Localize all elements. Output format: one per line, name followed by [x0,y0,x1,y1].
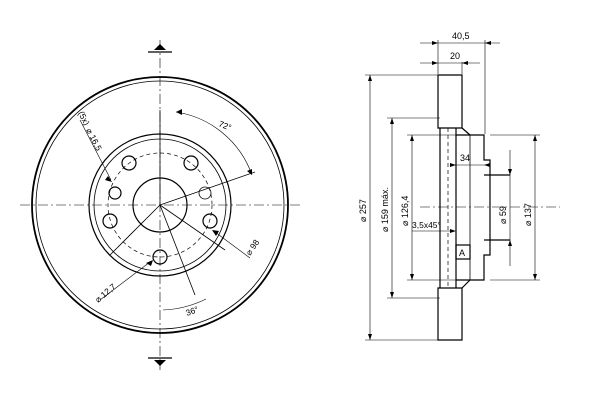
hat-section [456,134,491,281]
hole-count-label: (5x) [76,109,92,127]
friction-ring-section-top [437,74,463,129]
pcd-leader [214,231,251,259]
hat-height-label: 34 [460,153,470,163]
center-hole [108,186,122,200]
bolt-circle [107,152,213,258]
datum-label: A [459,248,465,258]
hole-diameter-leader [79,119,112,181]
bolt-hole [152,249,168,265]
center-hole [198,186,212,200]
friction-max-label: ⌀ 159 máx. [380,187,390,232]
outer-diameter-label: ⌀ 257 [358,199,368,222]
section-arrow-bottom [154,360,166,366]
section-arrow-top [154,44,166,50]
side-view: A 40,5 20 34 3,5x45° ⌀ 257 ⌀ 15 [358,31,560,341]
center-hole-label: ⌀ 12,7 [93,281,118,304]
inner-hat-label: ⌀ 126,4 [400,196,410,226]
bolt-hole [121,155,137,171]
bolt-hole [102,213,118,229]
disc-thickness-label: 20 [450,51,460,61]
pcd-label: ⌀ 98 [243,237,261,257]
chamfer-label: 3,5x45° [412,220,441,230]
disc-outer-bevel [35,80,285,330]
disc-outer-edge [31,76,289,334]
front-view: (5x) ⌀ 16,5 72° ⌀ 98 ⌀ 12,7 36° [20,40,300,370]
center-hole-leader [99,261,151,301]
bolt-holes [102,155,218,265]
hole-diameter-label: ⌀ 16,5 [84,126,104,152]
pitch-angle-arc [175,111,253,176]
friction-ring-section-bottom [437,287,463,341]
offset-angle-label: 36° [184,304,200,318]
total-width-label: 40,5 [452,31,470,41]
datum-box [455,244,471,260]
hat-outer-label: ⌀ 137 [523,203,533,226]
center-bore-label: ⌀ 59 [498,206,508,224]
offset-angle-arc [162,298,207,311]
pitch-angle-label: 72° [217,119,233,133]
bolt-hole [183,155,199,171]
bolt-hole [202,213,218,229]
